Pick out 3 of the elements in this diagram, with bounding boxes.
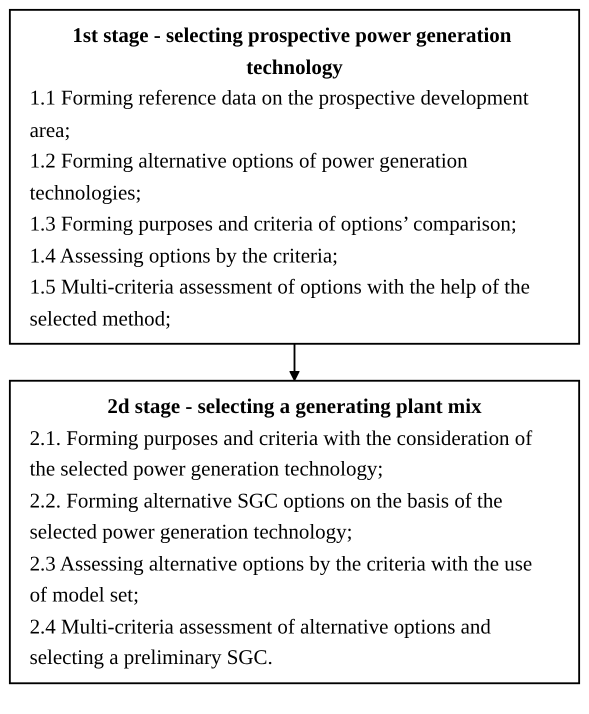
node-box: 2d stage - selecting a generating plant mix 2.1. Forming purposes and criteria with the consideration of the selected power generation technology; 2.2. Forming alternative SGC options on the basis of the selected power generation technology; 2.3 Assessing alternative options by the criteria with the use of model set; 2.4 Multi-criteria assessment of alternative options and selecting a preliminary SGC.: [8, 380, 580, 684]
arrow: [289, 344, 300, 382]
node-box: 1st stage - selecting prospective power generation technology 1.1 Forming reference data on the prospective development area; 1.2 Forming alternative options of power generation technologies; 1.3 Forming purposes and criteria of options’ comparison; 1.4 Assessing options by the criteria; 1.5 Multi-criteria assessment of options with the help of the selected method;: [8, 8, 580, 345]
